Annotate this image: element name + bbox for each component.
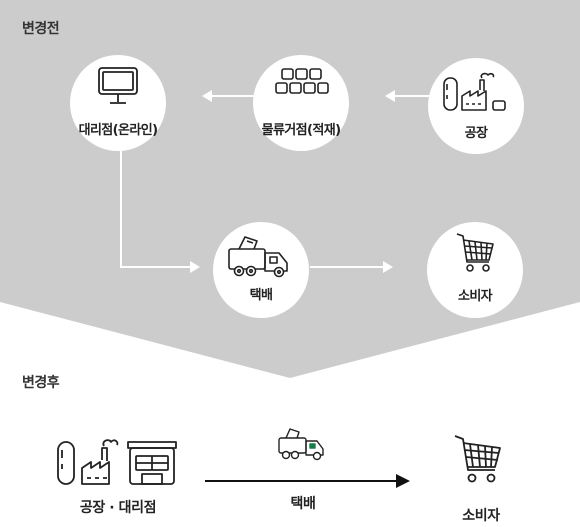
small-truck-icon (278, 428, 324, 461)
after-arrow (205, 474, 410, 488)
factory-node: 공장 (428, 58, 524, 154)
warehouse-label: 물류거점(적재) (261, 123, 341, 138)
consumer-label: 소비자 (457, 289, 493, 304)
arrow-warehouse-to-dealer (202, 90, 254, 102)
arrow-dealer-to-delivery (120, 151, 200, 273)
boxes-icon (275, 68, 329, 94)
factory-label: 공장 (464, 126, 488, 141)
cart-icon (456, 233, 494, 272)
consumer-node: 소비자 (427, 222, 523, 318)
after-consumer-label: 소비자 (462, 508, 500, 524)
arrow-factory-to-warehouse (385, 90, 429, 102)
factory-icon (443, 72, 506, 111)
factory-store-icon (57, 439, 177, 485)
delivery-node: 택배 (213, 222, 309, 318)
arrow-delivery-to-consumer (310, 261, 393, 273)
after-source-label: 공장 · 대리점 (79, 500, 157, 516)
dealer-node: 대리점(온라인) (70, 55, 166, 151)
delivery-label: 택배 (249, 288, 273, 303)
before-title: 변경전 (22, 21, 60, 37)
monitor-icon (98, 67, 138, 104)
after-title: 변경후 (22, 375, 60, 391)
dealer-label: 대리점(온라인) (78, 123, 158, 138)
warehouse-node: 물류거점(적재) (253, 55, 349, 151)
truck-icon (228, 236, 288, 278)
after-cart-icon (454, 435, 501, 483)
after-arrow-label: 택배 (290, 496, 316, 512)
